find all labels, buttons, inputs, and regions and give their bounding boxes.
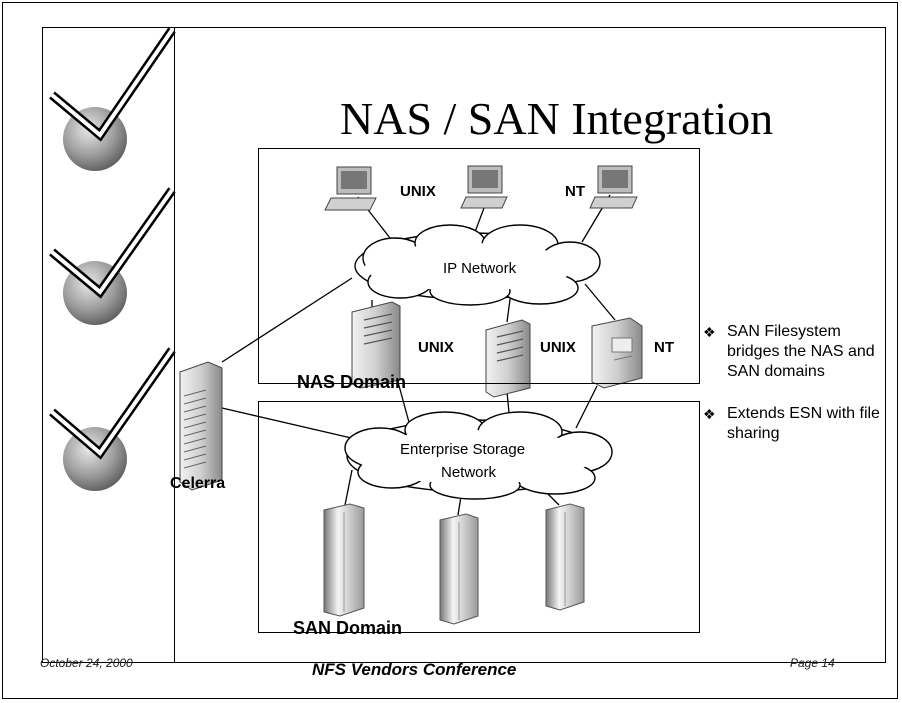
- nas-domain-box: [258, 148, 700, 384]
- client-label-nt: NT: [565, 183, 585, 200]
- celerra-label: Celerra: [170, 475, 226, 492]
- esn-label-line1: Enterprise Storage: [400, 441, 526, 458]
- bullet-text: Extends ESN with file sharing: [727, 405, 880, 442]
- nas-domain-label: NAS Domain: [297, 372, 407, 392]
- bullet-item: ❖ SAN Filesystem bridges the NAS and SAN…: [703, 322, 893, 382]
- storage-icon-san-1: [323, 503, 365, 617]
- ip-network-cloud: [354, 224, 601, 306]
- bullet-text: SAN Filesystem bridges the NAS and SAN d…: [727, 323, 875, 380]
- storage-icon-san-2: [439, 513, 479, 625]
- celerra-server-icon: [179, 361, 223, 491]
- server-icon-nas-1: [351, 301, 401, 389]
- server-icon-nas-3: [591, 317, 643, 389]
- ip-network-label: IP Network: [443, 260, 517, 277]
- bullet-item: ❖ Extends ESN with file sharing: [703, 404, 893, 444]
- computer-icon-client-2: [460, 165, 508, 209]
- server-label-unix-1: UNIX: [418, 339, 454, 356]
- checkmark-icon-1: [49, 27, 176, 171]
- slide-title: NAS / SAN Integration: [340, 93, 774, 144]
- left-sidebar: [42, 27, 175, 663]
- checkmark-icon-2: [49, 187, 176, 325]
- storage-network-cloud: [344, 411, 613, 500]
- esn-label-line2: Network: [441, 464, 497, 481]
- slide-frame: [42, 27, 886, 663]
- bullet-list: ❖ SAN Filesystem bridges the NAS and SAN…: [703, 322, 893, 466]
- server-label-nt: NT: [654, 339, 674, 356]
- server-label-unix-2: UNIX: [540, 339, 576, 356]
- diamond-bullet-icon: ❖: [703, 406, 716, 422]
- computer-icon-client-1: [324, 166, 377, 211]
- footer-conference: NFS Vendors Conference: [312, 660, 517, 679]
- diamond-bullet-icon: ❖: [703, 324, 716, 340]
- server-icon-nas-2: [485, 319, 531, 398]
- san-domain-label: SAN Domain: [293, 618, 403, 638]
- san-domain-box: [258, 401, 700, 633]
- footer-page: Page 14: [790, 656, 835, 670]
- client-label-unix: UNIX: [400, 183, 436, 200]
- checkmark-icon-3: [49, 347, 176, 491]
- footer-date: October 24, 2000: [40, 656, 133, 670]
- computer-icon-client-3: [589, 165, 638, 209]
- storage-icon-san-3: [545, 503, 585, 611]
